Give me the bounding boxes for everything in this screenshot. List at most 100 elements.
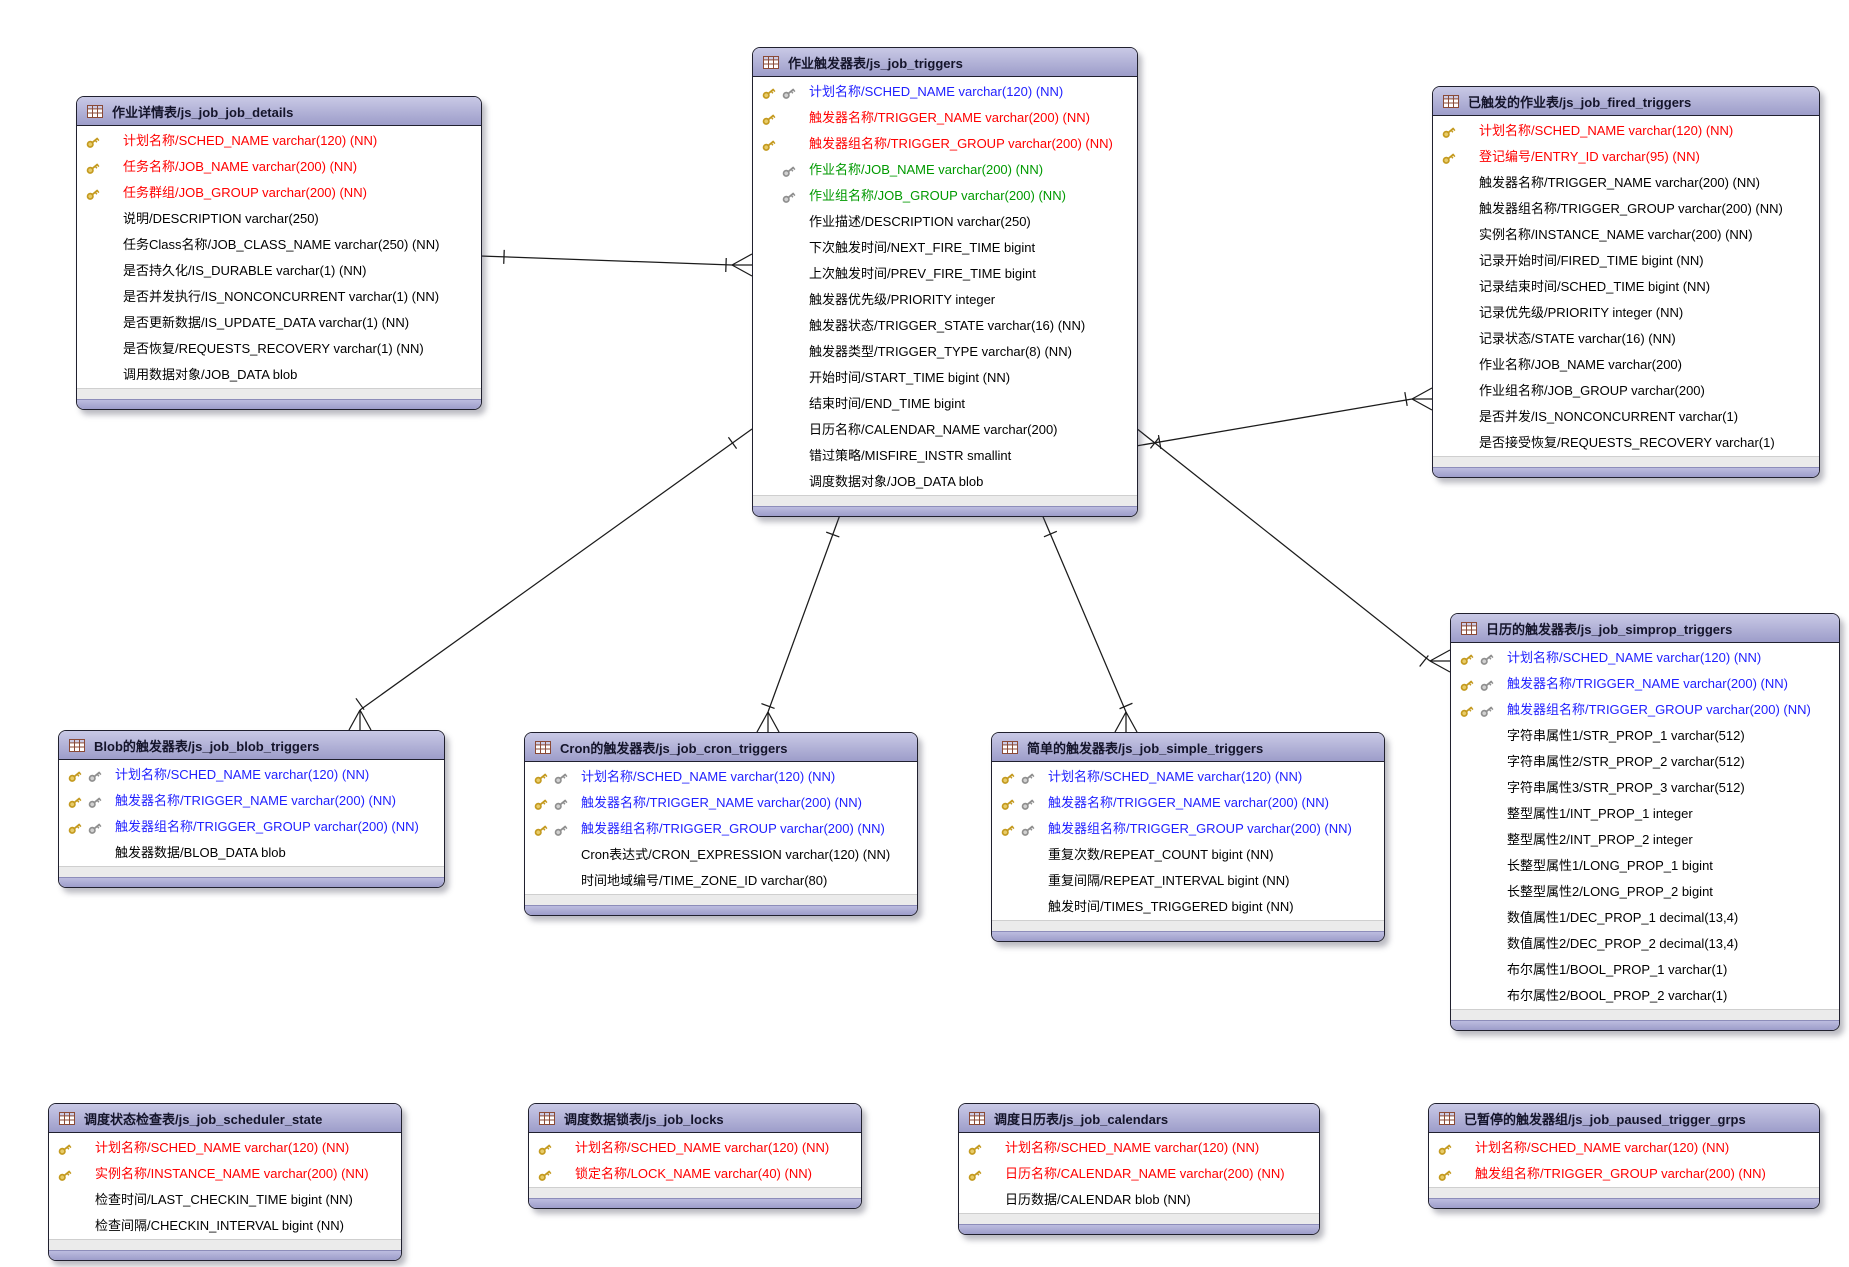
field-row[interactable]: 下次触发时间/NEXT_FIRE_TIME bigint [753, 235, 1137, 261]
field-row[interactable]: 是否并发/IS_NONCONCURRENT varchar(1) [1433, 404, 1819, 430]
field-row[interactable]: 触发器名称/TRIGGER_NAME varchar(200) (NN) [59, 788, 444, 814]
field-row[interactable]: 作业描述/DESCRIPTION varchar(250) [753, 209, 1137, 235]
field-row[interactable]: 检查时间/LAST_CHECKIN_TIME bigint (NN) [49, 1187, 401, 1213]
field-row[interactable]: 触发器状态/TRIGGER_STATE varchar(16) (NN) [753, 313, 1137, 339]
field-row[interactable]: 作业名称/JOB_NAME varchar(200) (NN) [753, 157, 1137, 183]
field-row[interactable]: 计划名称/SCHED_NAME varchar(120) (NN) [1429, 1135, 1819, 1161]
field-row[interactable]: 日历名称/CALENDAR_NAME varchar(200) [753, 417, 1137, 443]
field-row[interactable]: 长整型属性1/LONG_PROP_1 bigint [1451, 853, 1839, 879]
field-row[interactable]: 上次触发时间/PREV_FIRE_TIME bigint [753, 261, 1137, 287]
field-row[interactable]: 触发器名称/TRIGGER_NAME varchar(200) (NN) [753, 105, 1137, 131]
field-row[interactable]: 计划名称/SCHED_NAME varchar(120) (NN) [59, 762, 444, 788]
field-row[interactable]: 触发器名称/TRIGGER_NAME varchar(200) (NN) [525, 790, 917, 816]
field-row[interactable]: 锁定名称/LOCK_NAME varchar(40) (NN) [529, 1161, 861, 1187]
field-row[interactable]: 触发器组名称/TRIGGER_GROUP varchar(200) (NN) [992, 816, 1384, 842]
field-row[interactable]: 检查间隔/CHECKIN_INTERVAL bigint (NN) [49, 1213, 401, 1239]
field-row[interactable]: 实例名称/INSTANCE_NAME varchar(200) (NN) [49, 1161, 401, 1187]
field-row[interactable]: 日历名称/CALENDAR_NAME varchar(200) (NN) [959, 1161, 1319, 1187]
field-row[interactable]: 字符串属性1/STR_PROP_1 varchar(512) [1451, 723, 1839, 749]
field-row[interactable]: 计划名称/SCHED_NAME varchar(120) (NN) [1433, 118, 1819, 144]
field-row[interactable]: 触发组名称/TRIGGER_GROUP varchar(200) (NN) [1429, 1161, 1819, 1187]
field-row[interactable]: 字符串属性3/STR_PROP_3 varchar(512) [1451, 775, 1839, 801]
entity-title-bar[interactable]: 调度数据锁表/js_job_locks [529, 1104, 861, 1133]
field-row[interactable]: 计划名称/SCHED_NAME varchar(120) (NN) [77, 128, 481, 154]
field-row[interactable]: 数值属性1/DEC_PROP_1 decimal(13,4) [1451, 905, 1839, 931]
field-row[interactable]: 实例名称/INSTANCE_NAME varchar(200) (NN) [1433, 222, 1819, 248]
field-row[interactable]: 重复次数/REPEAT_COUNT bigint (NN) [992, 842, 1384, 868]
field-row[interactable]: 数值属性2/DEC_PROP_2 decimal(13,4) [1451, 931, 1839, 957]
entity-title-bar[interactable]: 已暂停的触发器组/js_job_paused_trigger_grps [1429, 1104, 1819, 1133]
entity-title-bar[interactable]: Blob的触发器表/js_job_blob_triggers [59, 731, 444, 760]
field-row[interactable]: 触发时间/TIMES_TRIGGERED bigint (NN) [992, 894, 1384, 920]
field-row[interactable]: 结束时间/END_TIME bigint [753, 391, 1137, 417]
field-row[interactable]: 触发器数据/BLOB_DATA blob [59, 840, 444, 866]
field-row[interactable]: 任务名称/JOB_NAME varchar(200) (NN) [77, 154, 481, 180]
field-row[interactable]: 触发器组名称/TRIGGER_GROUP varchar(200) (NN) [1433, 196, 1819, 222]
field-row[interactable]: 计划名称/SCHED_NAME varchar(120) (NN) [525, 764, 917, 790]
field-row[interactable]: 重复间隔/REPEAT_INTERVAL bigint (NN) [992, 868, 1384, 894]
entity-title-bar[interactable]: Cron的触发器表/js_job_cron_triggers [525, 733, 917, 762]
field-row[interactable]: 计划名称/SCHED_NAME varchar(120) (NN) [753, 79, 1137, 105]
entity-title-bar[interactable]: 已触发的作业表/js_job_fired_triggers [1433, 87, 1819, 116]
field-row[interactable]: 记录状态/STATE varchar(16) (NN) [1433, 326, 1819, 352]
entity-title-bar[interactable]: 简单的触发器表/js_job_simple_triggers [992, 733, 1384, 762]
field-row[interactable]: 字符串属性2/STR_PROP_2 varchar(512) [1451, 749, 1839, 775]
field-row[interactable]: 触发器名称/TRIGGER_NAME varchar(200) (NN) [992, 790, 1384, 816]
field-row[interactable]: 触发器优先级/PRIORITY integer [753, 287, 1137, 313]
field-row[interactable]: 触发器名称/TRIGGER_NAME varchar(200) (NN) [1433, 170, 1819, 196]
field-row[interactable]: 触发器组名称/TRIGGER_GROUP varchar(200) (NN) [753, 131, 1137, 157]
field-row[interactable]: 说明/DESCRIPTION varchar(250) [77, 206, 481, 232]
field-row[interactable]: 整型属性1/INT_PROP_1 integer [1451, 801, 1839, 827]
field-row[interactable]: 任务群组/JOB_GROUP varchar(200) (NN) [77, 180, 481, 206]
field-row[interactable]: 记录开始时间/FIRED_TIME bigint (NN) [1433, 248, 1819, 274]
field-row[interactable]: 登记编号/ENTRY_ID varchar(95) (NN) [1433, 144, 1819, 170]
field-row[interactable]: 是否更新数据/IS_UPDATE_DATA varchar(1) (NN) [77, 310, 481, 336]
entity-title-bar[interactable]: 作业触发器表/js_job_triggers [753, 48, 1137, 77]
field-row[interactable]: 记录结束时间/SCHED_TIME bigint (NN) [1433, 274, 1819, 300]
entity-title-bar[interactable]: 日历的触发器表/js_job_simprop_triggers [1451, 614, 1839, 643]
entity-title-bar[interactable]: 调度状态检查表/js_job_scheduler_state [49, 1104, 401, 1133]
field-row[interactable]: 计划名称/SCHED_NAME varchar(120) (NN) [992, 764, 1384, 790]
field-row[interactable]: 整型属性2/INT_PROP_2 integer [1451, 827, 1839, 853]
field-row[interactable]: 触发器组名称/TRIGGER_GROUP varchar(200) (NN) [525, 816, 917, 842]
field-row[interactable]: 触发器组名称/TRIGGER_GROUP varchar(200) (NN) [59, 814, 444, 840]
field-row[interactable]: 计划名称/SCHED_NAME varchar(120) (NN) [529, 1135, 861, 1161]
field-row[interactable]: 记录优先级/PRIORITY integer (NN) [1433, 300, 1819, 326]
field-row[interactable]: 布尔属性2/BOOL_PROP_2 varchar(1) [1451, 983, 1839, 1009]
field-row[interactable]: 调用数据对象/JOB_DATA blob [77, 362, 481, 388]
field-row[interactable]: 计划名称/SCHED_NAME varchar(120) (NN) [49, 1135, 401, 1161]
field-row[interactable]: 计划名称/SCHED_NAME varchar(120) (NN) [1451, 645, 1839, 671]
field-row[interactable]: 布尔属性1/BOOL_PROP_1 varchar(1) [1451, 957, 1839, 983]
field-row[interactable]: 调度数据对象/JOB_DATA blob [753, 469, 1137, 495]
field-row[interactable]: 作业名称/JOB_NAME varchar(200) [1433, 352, 1819, 378]
field-row[interactable]: 时间地域编号/TIME_ZONE_ID varchar(80) [525, 868, 917, 894]
field-row[interactable]: 触发器类型/TRIGGER_TYPE varchar(8) (NN) [753, 339, 1137, 365]
field-row[interactable]: 计划名称/SCHED_NAME varchar(120) (NN) [959, 1135, 1319, 1161]
field-row[interactable]: 任务Class名称/JOB_CLASS_NAME varchar(250) (N… [77, 232, 481, 258]
field-row[interactable]: 作业组名称/JOB_GROUP varchar(200) [1433, 378, 1819, 404]
field-row[interactable]: 触发器名称/TRIGGER_NAME varchar(200) (NN) [1451, 671, 1839, 697]
field-row[interactable]: 是否并发执行/IS_NONCONCURRENT varchar(1) (NN) [77, 284, 481, 310]
entity-title-bar[interactable]: 作业详情表/js_job_job_details [77, 97, 481, 126]
field-row[interactable]: 开始时间/START_TIME bigint (NN) [753, 365, 1137, 391]
field-row[interactable]: 是否持久化/IS_DURABLE varchar(1) (NN) [77, 258, 481, 284]
field-row[interactable]: 错过策略/MISFIRE_INSTR smallint [753, 443, 1137, 469]
field-row[interactable]: 长整型属性2/LONG_PROP_2 bigint [1451, 879, 1839, 905]
field-row[interactable]: 是否恢复/REQUESTS_RECOVERY varchar(1) (NN) [77, 336, 481, 362]
field-row[interactable]: 触发器组名称/TRIGGER_GROUP varchar(200) (NN) [1451, 697, 1839, 723]
field-row[interactable]: Cron表达式/CRON_EXPRESSION varchar(120) (NN… [525, 842, 917, 868]
entity-title-bar[interactable]: 调度日历表/js_job_calendars [959, 1104, 1319, 1133]
field-row[interactable]: 日历数据/CALENDAR blob (NN) [959, 1187, 1319, 1213]
field-row[interactable]: 是否接受恢复/REQUESTS_RECOVERY varchar(1) [1433, 430, 1819, 456]
